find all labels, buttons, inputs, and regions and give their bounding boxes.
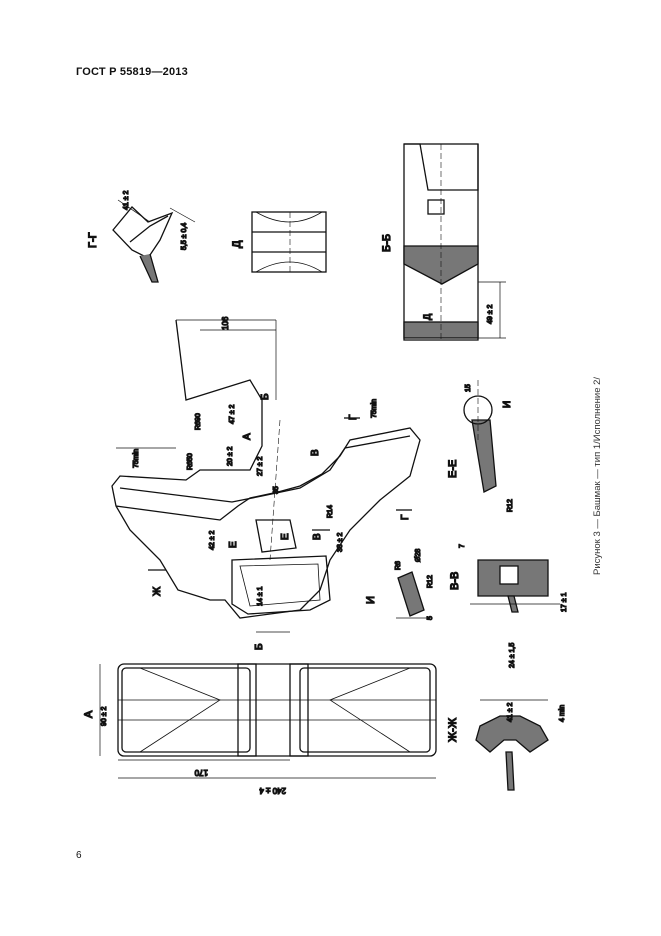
label-d: Д xyxy=(231,240,243,248)
label-v-v: В-В xyxy=(449,572,461,590)
mark-g-bottom: Г xyxy=(400,514,411,520)
dim-170: 170 xyxy=(194,768,208,777)
mark-b-bottom: Б xyxy=(254,643,265,650)
dim-38: 38 ± 2 xyxy=(337,532,344,552)
view-i xyxy=(396,571,430,619)
dim-r12b: R12 xyxy=(507,499,514,512)
mark-v: В xyxy=(310,449,321,456)
dim-7: 7 xyxy=(459,544,466,548)
label-e-e: Е-Е xyxy=(447,460,459,478)
dim-5: 5 xyxy=(427,616,434,620)
dim-42: 42 ± 2 xyxy=(209,530,216,550)
dim-106: 106 xyxy=(221,316,230,330)
mark-d-on-bb: Д xyxy=(422,314,432,320)
mark-i: И xyxy=(502,401,513,408)
section-v-v xyxy=(470,559,560,613)
label-zh-zh: Ж-Ж xyxy=(447,718,459,742)
dim-4min: 4 min xyxy=(559,705,566,722)
page-number: 6 xyxy=(76,850,82,861)
dim-17: 17 ± 1 xyxy=(561,592,568,612)
dim-5-5: 5,5 ± 0,4 xyxy=(181,223,188,250)
mark-e-2: Е xyxy=(280,533,291,540)
mark-b: Б xyxy=(260,393,271,400)
mark-zh: Ж xyxy=(152,586,163,596)
dim-20: 20 ± 2 xyxy=(227,446,234,466)
main-view xyxy=(111,319,421,633)
section-zh-zh xyxy=(475,699,549,791)
dim-r650: R650 xyxy=(187,453,194,470)
label-b-b: Б-Б xyxy=(381,234,393,252)
standard-header: ГОСТ Р 55819—2013 xyxy=(76,66,188,78)
dim-r12a: R12 xyxy=(427,575,434,588)
dim-90: 90 ± 2 xyxy=(101,706,108,726)
dim-24: 24 ± 1,5 xyxy=(509,643,516,668)
mark-v-bottom: В xyxy=(312,533,323,540)
label-a: А xyxy=(83,710,95,718)
label-i: И xyxy=(365,596,377,604)
dim-240: 240 ± 4 xyxy=(259,786,286,795)
dim-35: 35 xyxy=(273,486,280,494)
dim-75min-b: 75min xyxy=(371,399,378,418)
mark-a: А xyxy=(242,433,253,440)
section-e-e xyxy=(463,380,497,493)
dim-r14: R14 xyxy=(327,505,334,518)
dim-r6: R6 xyxy=(395,561,402,570)
view-a xyxy=(99,663,437,779)
mark-g-top: Г xyxy=(348,414,359,420)
dim-14: 14 ± 1 xyxy=(257,586,264,606)
dim-47: 47 ± 2 xyxy=(229,404,236,424)
dim-r690: R690 xyxy=(195,413,202,430)
dim-27: 27 ± 2 xyxy=(257,456,264,476)
dim-41b: 41 ± 2 xyxy=(507,702,514,722)
dim-15: 15 xyxy=(465,384,472,392)
dim-41: 41 ± 2 xyxy=(123,190,130,210)
section-b-b xyxy=(403,143,506,341)
mark-e: Е xyxy=(228,541,239,548)
figure-caption: Рисунок 3 — Башмак — тип 1/Исполнение 2/ xyxy=(592,376,603,575)
dim-28: Ø28 xyxy=(415,549,422,562)
section-g-g xyxy=(112,199,196,283)
dim-49: 49 ± 2 xyxy=(487,304,494,324)
view-d xyxy=(251,211,327,273)
dim-75min-a: 75min xyxy=(133,449,140,468)
label-g-g: Г-Г xyxy=(87,232,99,248)
